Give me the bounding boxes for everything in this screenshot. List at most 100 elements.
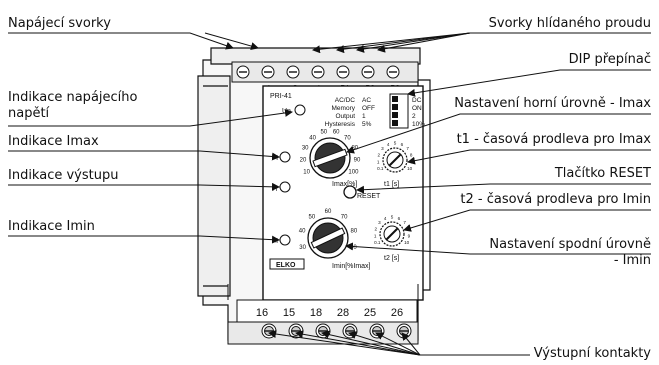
un-text: Un (282, 108, 291, 115)
label-svorky-proudu: Svorky hlídaného proudu (488, 16, 651, 31)
dip-value: 10% (412, 121, 425, 128)
dial-tick: 0.1 (374, 240, 381, 245)
dial-tick: 10 (303, 170, 310, 176)
imax-led (279, 151, 291, 163)
dial-tick: 40 (299, 228, 306, 234)
imax-knob[interactable] (309, 137, 351, 179)
imin-knob[interactable] (307, 217, 349, 259)
dial-tick: 1 (374, 233, 377, 238)
dial-tick: 30 (299, 245, 306, 251)
dial-tick: 2 (378, 152, 381, 157)
t1-label: t1 [s] (384, 181, 399, 188)
dial-tick: 40 (309, 135, 316, 141)
top-screw (311, 65, 325, 79)
dial-tick: 0.1 (377, 166, 384, 171)
dial-tick: 3 (378, 220, 381, 225)
param-name: Memory (332, 105, 356, 112)
reset-text: RESET (357, 193, 381, 200)
label-vystupni: Výstupní kontakty (533, 346, 651, 361)
housing-ribs (227, 284, 419, 300)
label-indikace-napeti: Indikace napájecího napětí (8, 90, 138, 121)
dial-tick: 90 (350, 245, 357, 251)
dial-tick: 80 (351, 145, 358, 151)
dial-tick: 6 (398, 216, 401, 221)
param-value: OFF (362, 105, 375, 112)
label-indikace-vystupu: Indikace výstupu (8, 168, 119, 183)
bottom-label-strip: 16 15 18 28 25 26 (236, 299, 418, 323)
t1-knob[interactable] (382, 147, 408, 173)
top-screw (386, 65, 400, 79)
param-value: AC (362, 97, 371, 104)
top-screw (361, 65, 375, 79)
dial-tick: 10 (404, 240, 410, 245)
param-name: Output (335, 113, 355, 120)
dial-tick: 4 (387, 142, 390, 147)
top-terminal-block: LCLR1R2R3 (231, 61, 419, 92)
dial-tick: 70 (344, 135, 351, 141)
dial-tick: 20 (300, 158, 307, 164)
param-name: Hysteresis (325, 121, 356, 128)
dial-tick: 90 (354, 158, 361, 164)
label-t2: t2 - časová prodleva pro Imin (460, 192, 651, 207)
reset-button[interactable] (343, 185, 357, 199)
svg-text:ELKO: ELKO (276, 262, 296, 269)
top-screw (336, 65, 350, 79)
imax-label: Imax[%] (332, 181, 357, 188)
svg-text:<I: <I (272, 238, 278, 245)
un-led (294, 104, 306, 116)
label-spodni: Nastavení spodní úrovně - Imin (489, 237, 651, 268)
label-dip: DIP přepínač (568, 52, 651, 67)
bottom-screw (315, 323, 331, 339)
dial-tick: 9 (408, 233, 411, 238)
dial-tick: 5 (394, 141, 397, 146)
dip-value: 2 (412, 113, 416, 120)
label-indikace-imin: Indikace Imin (8, 219, 95, 234)
model-text: PRI-41 (270, 93, 292, 100)
label-reset: Tlačítko RESET (554, 166, 651, 181)
dial-tick: 5 (391, 215, 394, 220)
dial-tick: 1 (377, 159, 380, 164)
dial-tick: 4 (384, 216, 387, 221)
bottom-screw (261, 323, 277, 339)
dial-tick: 2 (375, 226, 378, 231)
imin-led (279, 234, 291, 246)
t2-label: t2 [s] (384, 255, 399, 262)
bottom-terminal-label: 15 (283, 307, 295, 319)
elko-logo (269, 258, 305, 270)
bottom-screw (342, 323, 358, 339)
dial-tick: 8 (410, 152, 413, 157)
dial-tick: 70 (341, 214, 348, 220)
dial-tick: 80 (351, 228, 358, 234)
dial-tick: 30 (302, 145, 309, 151)
t2-knob[interactable] (379, 221, 405, 247)
dial-tick: 50 (320, 130, 327, 136)
dial-tick: 50 (309, 214, 316, 220)
bottom-terminal-label: 26 (391, 307, 403, 319)
top-screw (236, 65, 250, 79)
label-horni: Nastavení horní úrovně - Imax (454, 96, 651, 111)
bottom-terminal-label: 25 (364, 307, 376, 319)
dial-tick: 60 (333, 130, 340, 136)
dial-tick: 100 (348, 170, 359, 176)
dial-tick: 7 (403, 220, 406, 225)
param-name: AC/DC (335, 97, 356, 104)
output-led (279, 181, 291, 193)
param-value: 1 (362, 113, 366, 120)
dial-tick: 6 (401, 142, 404, 147)
dial-tick: 10 (407, 166, 413, 171)
label-indikace-imax: Indikace Imax (8, 134, 99, 149)
top-screw (261, 65, 275, 79)
label-t1: t1 - časová prodleva pro Imax (456, 132, 651, 147)
dial-tick: 60 (325, 209, 332, 215)
top-screws (236, 65, 400, 79)
imin-label: Imin[%Imax] (332, 263, 371, 270)
label-napajeci-svorky: Napájecí svorky (8, 16, 111, 31)
bottom-terminal-label: 16 (256, 307, 268, 319)
bottom-terminal-label: 18 (310, 307, 322, 319)
bottom-terminal-label: 28 (337, 307, 349, 319)
dial-tick: 3 (381, 146, 384, 151)
dip-switch[interactable] (389, 93, 409, 129)
dip-value: DC (412, 97, 422, 104)
